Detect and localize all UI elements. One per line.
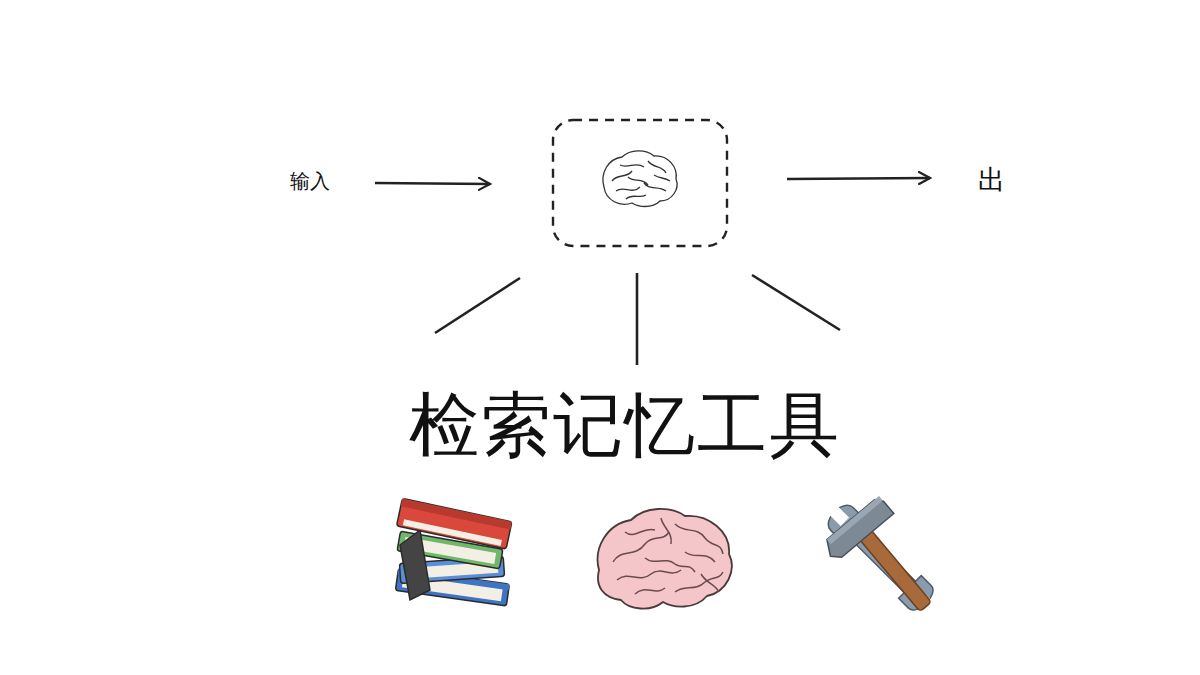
agent-box: [553, 120, 727, 246]
branch-line: [636, 273, 639, 365]
brain-icon-small: [603, 151, 677, 207]
tools-icon: [819, 496, 953, 633]
input-label: 输入: [290, 170, 330, 192]
output-arrow: [787, 178, 930, 179]
branch-line: [752, 275, 840, 330]
output-label: 出: [978, 165, 1005, 195]
retrieval-memory-tools-title: 检索记忆工具: [409, 387, 841, 464]
branch-line: [435, 278, 520, 333]
books-icon: [395, 498, 512, 606]
input-arrow: [375, 183, 490, 184]
brain-icon: [598, 509, 732, 609]
